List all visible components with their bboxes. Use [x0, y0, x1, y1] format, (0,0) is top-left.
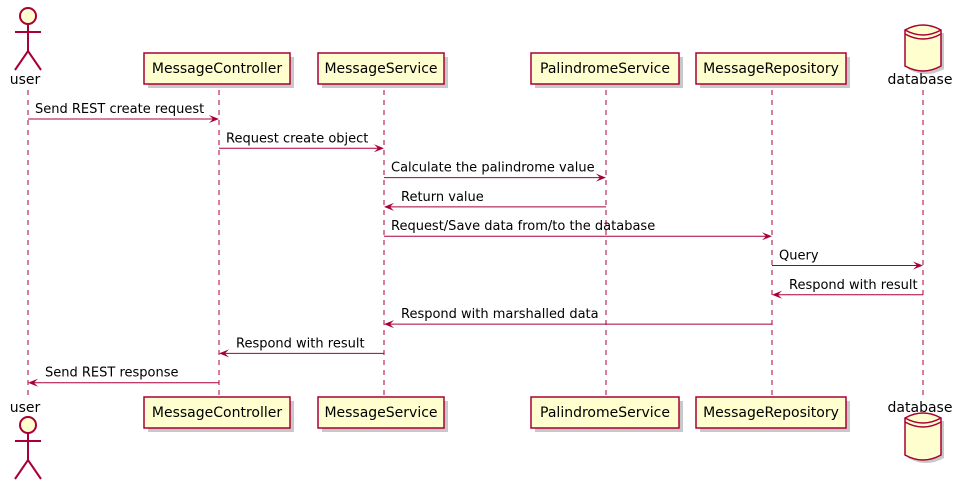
participant-box: [143, 52, 291, 85]
participant-palindromeservice-bottom: PalindromeService: [530, 396, 683, 432]
participant-messageservice-bottom: MessageService: [317, 396, 448, 432]
message-label: Request create object: [226, 131, 368, 146]
arrow-head: [384, 320, 394, 329]
actor-icon: [14, 416, 42, 480]
message-label: Respond with result: [236, 336, 365, 351]
message-5: Request/Save data from/to the database: [384, 219, 772, 241]
message-label: Request/Save data from/to the database: [391, 219, 655, 234]
arrow-head: [209, 115, 219, 123]
arrow-head: [596, 173, 606, 182]
participant-box: [530, 396, 680, 429]
participant-box: [143, 396, 291, 429]
arrow-head: [28, 378, 38, 387]
message-2: Request create object: [219, 131, 384, 153]
message-label: Respond with marshalled data: [401, 307, 599, 322]
participant-user-top: user: [10, 7, 42, 88]
arrow-head: [219, 349, 229, 358]
participant-label: MessageController: [152, 61, 282, 77]
arrow-head: [374, 144, 384, 153]
database-icon: [904, 412, 944, 463]
participant-messageservice-top: MessageService: [317, 52, 448, 88]
participant-user-bottom: user: [10, 400, 42, 480]
participant-label: user: [10, 400, 41, 416]
participant-label: MessageService: [324, 405, 437, 421]
message-3: Calculate the palindrome value: [384, 161, 606, 182]
participant-messagerepository-bottom: MessageRepository: [695, 396, 850, 432]
participant-box: [695, 52, 847, 85]
participant-palindromeservice-top: PalindromeService: [530, 52, 683, 88]
message-1: Send REST create request: [28, 102, 219, 123]
message-label: Respond with result: [789, 278, 918, 293]
participant-label: PalindromeService: [540, 405, 670, 421]
participant-label: MessageService: [324, 61, 437, 77]
message-label: Send REST response: [45, 366, 179, 381]
participant-label: database: [888, 400, 953, 416]
arrow-head: [913, 261, 923, 270]
participant-box: [530, 52, 680, 85]
participant-label: MessageController: [152, 405, 282, 421]
arrow-head: [384, 202, 394, 211]
actor-icon: [14, 7, 42, 71]
participant-label: PalindromeService: [540, 61, 670, 77]
participants: useruserMessageControllerMessageControll…: [10, 7, 953, 480]
participant-box: [317, 52, 445, 85]
lifelines: [27, 90, 924, 398]
participant-database-bottom: database: [888, 400, 953, 463]
participant-label: MessageRepository: [703, 61, 839, 77]
message-label: Query: [779, 249, 819, 264]
message-6: Query: [772, 249, 923, 270]
message-8: Respond with marshalled data: [384, 307, 772, 329]
message-label: Send REST create request: [35, 102, 204, 117]
participant-box: [695, 396, 847, 429]
participant-messagerepository-top: MessageRepository: [695, 52, 850, 88]
message-10: Send REST response: [28, 366, 219, 387]
message-label: Return value: [401, 190, 484, 205]
arrow-head: [762, 232, 772, 241]
participant-label: MessageRepository: [703, 405, 839, 421]
participant-messagecontroller-top: MessageController: [143, 52, 294, 88]
participant-box: [317, 396, 445, 429]
participant-database-top: database: [888, 24, 953, 88]
arrow-head: [772, 290, 782, 299]
message-7: Respond with result: [772, 278, 923, 299]
participant-label: user: [10, 72, 41, 88]
database-icon: [904, 24, 944, 74]
participant-label: database: [888, 72, 953, 88]
message-4: Return value: [384, 190, 606, 211]
message-9: Respond with result: [219, 336, 384, 358]
participant-messagecontroller-bottom: MessageController: [143, 396, 294, 432]
message-label: Calculate the palindrome value: [391, 161, 595, 176]
